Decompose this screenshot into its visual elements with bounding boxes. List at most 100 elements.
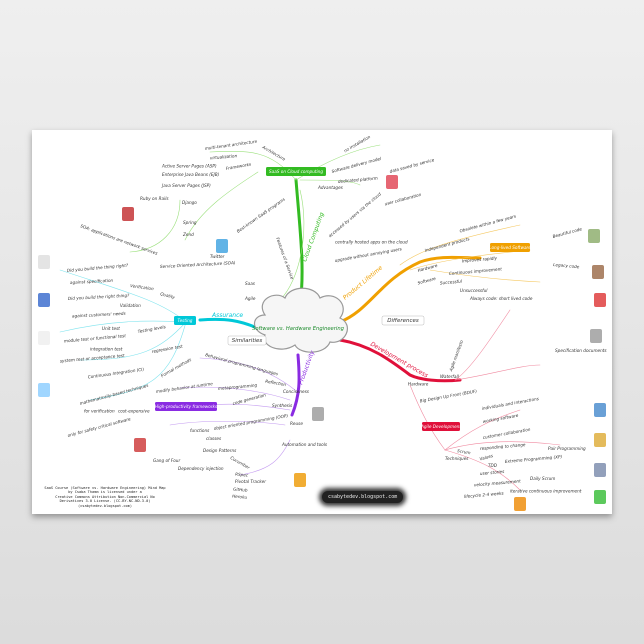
process-topic-box[interactable] <box>422 422 460 431</box>
process-node[interactable]: Values <box>479 453 494 462</box>
productivity-node[interactable]: Gang of Four <box>153 458 180 463</box>
cloud-node[interactable]: Best-known SaaS programs <box>236 196 287 234</box>
process-node[interactable]: responding to change <box>480 442 526 451</box>
process-node[interactable]: iterative continuous improvement <box>510 489 582 494</box>
product-node[interactable]: Unsuccessful <box>460 288 488 293</box>
cloud-node[interactable]: Enterprise Java Beans (EJB) <box>162 172 220 177</box>
blog-url-badge[interactable]: csabytedev.blogspot.com <box>322 491 404 503</box>
product-node[interactable]: Software <box>417 276 437 286</box>
branch-label[interactable]: Development process <box>369 341 429 380</box>
cloud-node[interactable]: SOA: applications are network services <box>80 223 159 256</box>
cloud-node[interactable]: virtualization <box>210 153 238 160</box>
testing-node[interactable]: Did you build the thing right? <box>67 263 129 273</box>
cloud-node[interactable]: Active Server Pages (ASP) <box>161 164 217 169</box>
testing-node[interactable]: Formal methods <box>160 357 193 379</box>
differences-heading-box[interactable] <box>381 315 425 326</box>
cloud-node[interactable]: Django <box>182 200 197 205</box>
productivity-node[interactable]: GitHub <box>233 487 248 493</box>
testing-node[interactable]: system test or acceptance test <box>60 353 126 364</box>
process-node[interactable]: Hardware <box>408 382 429 387</box>
productivity-topic-box[interactable] <box>155 402 217 411</box>
product-node[interactable]: Continuous improvement <box>449 266 503 276</box>
testing-node[interactable]: Validation <box>120 303 141 308</box>
process-node[interactable]: Techniques <box>445 456 469 461</box>
productivity-node[interactable]: Reflection <box>265 379 287 388</box>
similarities-heading-box[interactable] <box>227 335 267 346</box>
testing-node[interactable]: Unit test <box>102 326 120 331</box>
process-node[interactable]: TDD <box>488 463 498 468</box>
testing-node[interactable]: only for safety critical software <box>67 416 132 438</box>
productivity-node[interactable]: Design Patterns <box>203 448 237 453</box>
cloud-node[interactable]: Java Server Pages (JSP) <box>161 183 211 188</box>
productivity-node[interactable]: classes <box>206 436 222 441</box>
testing-node[interactable]: for verification <box>84 409 115 414</box>
productivity-node[interactable]: Heroku <box>232 494 248 500</box>
product-node[interactable]: Always code: short lived code <box>469 296 533 301</box>
productivity-node[interactable]: Behavioral programming languages <box>205 352 280 377</box>
cloud-node[interactable]: centrally hosted apps on the cloud <box>335 240 408 245</box>
testing-node[interactable]: Quality <box>160 291 176 300</box>
testing-node[interactable]: Continuous Integration (CI) <box>87 367 144 380</box>
product-node[interactable]: Legacy code <box>553 262 580 269</box>
process-node[interactable]: velocity measurement <box>474 478 522 487</box>
process-node[interactable]: Extreme Programming (XP) <box>505 454 563 464</box>
product-node[interactable]: Obsolete within a few years <box>459 213 517 233</box>
cloud-node[interactable]: Advantages <box>317 185 344 190</box>
testing-node[interactable]: Testing levels <box>137 324 167 334</box>
product-node[interactable]: Successful <box>440 279 463 286</box>
testing-node[interactable]: against customers' needs <box>72 311 127 319</box>
productivity-node[interactable]: Dependency injection <box>178 466 224 471</box>
cloud-node[interactable]: Architecture <box>261 144 287 162</box>
central-topic[interactable]: Software vs. Hardware Engineering <box>252 287 348 353</box>
process-node[interactable]: individuals and interactions <box>481 396 540 411</box>
cloud-node[interactable]: upgrade without annoying users <box>334 246 403 263</box>
cloud-topic-box[interactable] <box>266 167 326 176</box>
productivity-node[interactable]: metaprogramming <box>218 383 258 391</box>
process-node[interactable]: Big Design Up Front (BDUF) <box>419 388 477 403</box>
process-node[interactable]: customer collaboration <box>482 427 531 440</box>
cloud-node[interactable]: Features of a Service <box>275 237 295 281</box>
cloud-node[interactable]: accessed by users via the cloud <box>327 191 382 238</box>
productivity-node[interactable]: functions <box>190 428 210 433</box>
branch-label[interactable]: Cloud Computing <box>301 211 325 262</box>
cloud-node[interactable]: Ruby on Rails <box>140 196 169 201</box>
testing-node[interactable]: regression test <box>151 344 183 354</box>
productivity-node[interactable]: object oriented programming (OOP) <box>213 413 288 431</box>
process-node[interactable]: lifecycle 2-4 weeks <box>464 490 505 499</box>
process-node[interactable]: Daily Scrum <box>530 476 555 481</box>
testing-node[interactable]: Did you build the right thing? <box>68 293 130 301</box>
testing-node[interactable]: against specification <box>70 278 114 285</box>
branch-label[interactable]: Product Lifetime <box>342 264 384 301</box>
process-node[interactable]: working software <box>482 413 519 424</box>
cloud-node[interactable]: Saas <box>245 281 256 286</box>
cloud-node[interactable]: user collaboration <box>384 192 422 207</box>
branch-label[interactable]: Assurance <box>211 312 243 319</box>
process-node[interactable]: Specification documents <box>555 348 607 353</box>
product-topic-box[interactable] <box>490 243 530 252</box>
cloud-node[interactable]: Software delivery model <box>331 156 383 174</box>
cloud-node[interactable]: Frameworks <box>225 161 252 171</box>
cloud-node[interactable]: multi-tenant architecture <box>204 139 257 151</box>
process-node[interactable]: Scrum <box>457 448 471 455</box>
testing-node[interactable]: mathematically-based techniques <box>79 383 150 406</box>
cloud-node[interactable]: dedicated platform <box>338 176 378 184</box>
cloud-node[interactable]: Service Oriented Architecture (SOA) <box>160 260 236 269</box>
product-node[interactable]: Independent products <box>424 236 471 253</box>
product-node[interactable]: Beautiful code <box>552 226 583 239</box>
cloud-node[interactable]: Zend <box>182 232 194 237</box>
product-node[interactable]: Improves rapidly <box>462 255 498 263</box>
cloud-node[interactable]: Twitter <box>210 254 225 259</box>
cloud-node[interactable]: data saved by service <box>389 157 435 174</box>
cloud-node[interactable]: Agile <box>244 296 256 301</box>
productivity-node[interactable]: Conciseness <box>283 389 310 394</box>
productivity-node[interactable]: Cucumber <box>230 455 251 470</box>
productivity-node[interactable]: Pivotal Tracker <box>235 479 266 484</box>
productivity-node[interactable]: RSpec <box>235 472 249 478</box>
productivity-node[interactable]: Reuse <box>290 421 303 426</box>
productivity-node[interactable]: Synthesis <box>272 403 293 408</box>
testing-node[interactable]: module test or functional test <box>64 333 127 343</box>
testing-node[interactable]: cost-expensive <box>118 409 150 414</box>
process-node[interactable]: Pair Programming <box>548 446 586 451</box>
testing-node[interactable]: integration test <box>90 347 123 352</box>
testing-topic-box[interactable] <box>174 316 196 325</box>
